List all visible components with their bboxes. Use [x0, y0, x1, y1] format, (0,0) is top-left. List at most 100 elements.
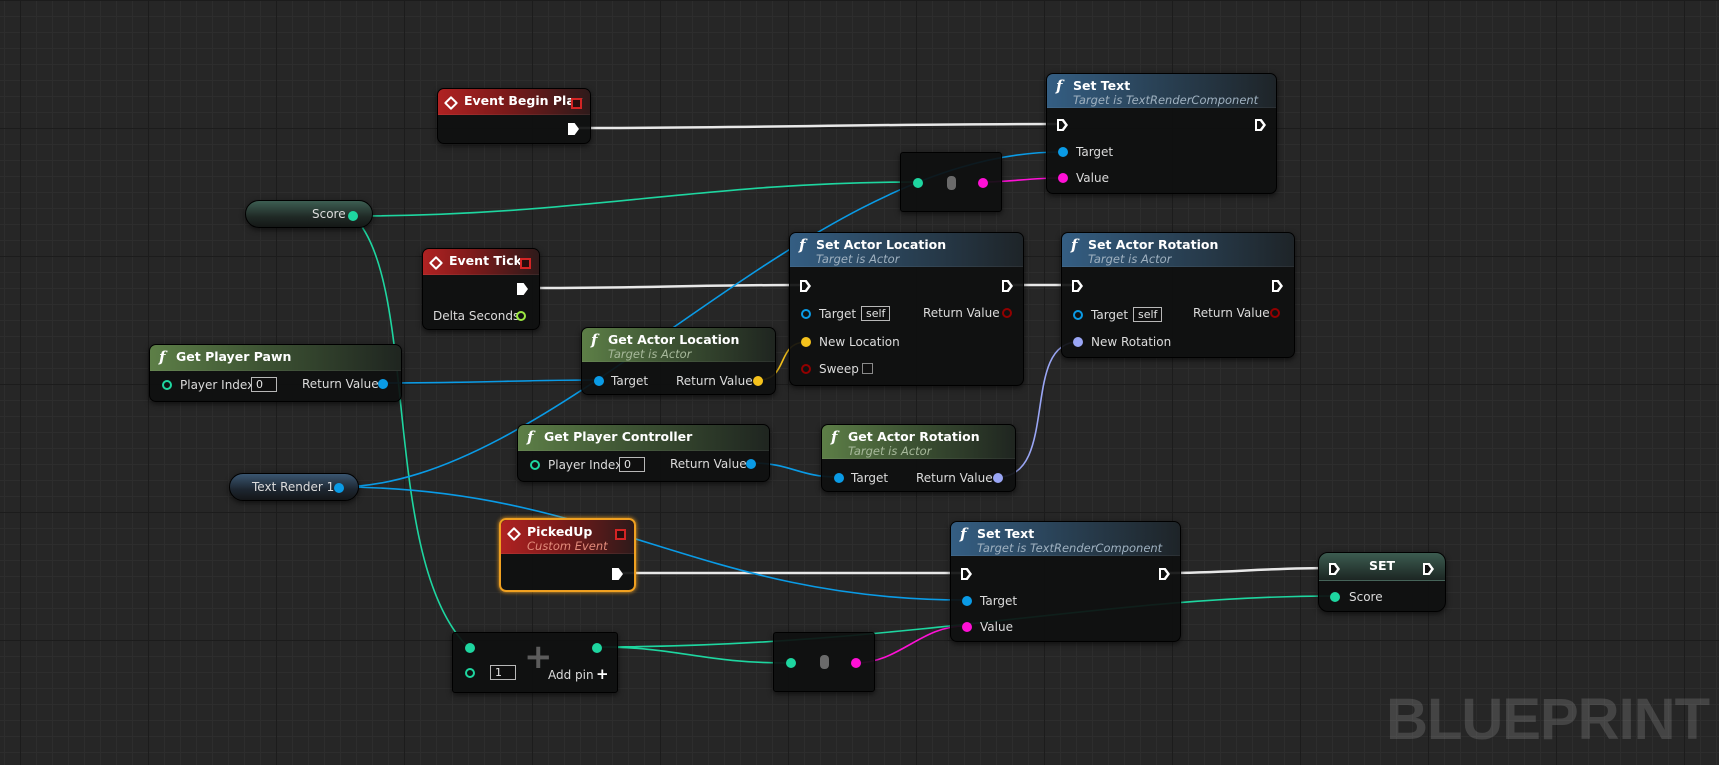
target-pin[interactable] [962, 596, 972, 606]
new-rotation-pin[interactable] [1073, 337, 1083, 347]
get-actor-location-header[interactable]: f Get Actor Location Target is Actor [582, 328, 775, 362]
target-label: Target [611, 374, 649, 388]
target-self-box[interactable]: self [861, 306, 891, 321]
int-to-string-conversion-node[interactable] [900, 152, 1002, 212]
target-self-box[interactable]: self [1133, 307, 1163, 322]
add-out-pin[interactable] [592, 643, 602, 653]
return-value-pin[interactable] [993, 473, 1003, 483]
get-actor-location-node[interactable]: f Get Actor Location Target is Actor Tar… [581, 327, 776, 395]
add-integer-node[interactable]: 1 + Add pin + [452, 632, 618, 693]
target-label: Target [851, 471, 889, 485]
int-wire-add-conv [597, 646, 791, 664]
exec-out-pin[interactable] [1272, 280, 1283, 292]
target-pin[interactable] [1058, 147, 1068, 157]
return-value-pin[interactable] [753, 376, 763, 386]
text-render-out-pin[interactable] [334, 483, 344, 493]
conversion-in-pin[interactable] [913, 178, 923, 188]
exec-out-pin[interactable] [1159, 568, 1170, 580]
exec-out-pin[interactable] [1255, 119, 1266, 131]
add-pin-icon[interactable]: + [596, 665, 609, 683]
exec-out-pin[interactable] [612, 568, 623, 580]
add-pin-label[interactable]: Add pin [548, 668, 594, 682]
int-to-string-conversion-node-2[interactable] [773, 632, 875, 692]
set-text-bottom-node[interactable]: f Set Text Target is TextRenderComponent… [950, 521, 1181, 642]
set-actor-location-node[interactable]: f Set Actor Location Target is Actor Tar… [789, 232, 1024, 386]
exec-in-pin[interactable] [961, 568, 972, 580]
delta-seconds-label: Delta Seconds [433, 309, 520, 323]
set-score-node[interactable]: SET Score [1318, 552, 1446, 612]
exec-in-pin[interactable] [800, 280, 811, 292]
set-actor-location-header[interactable]: f Set Actor Location Target is Actor [790, 233, 1023, 267]
set-text-top-header[interactable]: f Set Text Target is TextRenderComponent [1047, 74, 1276, 108]
set-text-top-node[interactable]: f Set Text Target is TextRenderComponent… [1046, 73, 1277, 194]
add-in-pin-b[interactable] [465, 668, 475, 678]
get-player-pawn-node[interactable]: f Get Player Pawn Player Index 0 Return … [149, 344, 402, 402]
sweep-checkbox[interactable] [862, 363, 873, 374]
conversion-out-pin[interactable] [851, 658, 861, 668]
set-actor-rotation-node[interactable]: f Set Actor Rotation Target is Actor Tar… [1061, 232, 1295, 358]
sweep-pin[interactable] [801, 364, 811, 374]
target-pin[interactable] [1073, 310, 1083, 320]
player-index-label: Player Index [180, 378, 255, 392]
picked-up-event-node[interactable]: PickedUp Custom Event [499, 518, 636, 592]
player-index-input[interactable]: 0 [619, 457, 645, 472]
value-label: Value [1076, 171, 1109, 185]
conversion-in-pin[interactable] [786, 658, 796, 668]
player-index-pin[interactable] [530, 460, 540, 470]
return-value-pin[interactable] [378, 379, 388, 389]
exec-out-pin[interactable] [568, 123, 579, 135]
delta-seconds-pin[interactable] [516, 311, 526, 321]
value-label: Value [980, 620, 1013, 634]
event-begin-play-node[interactable]: Event Begin Play [437, 88, 591, 144]
score-in-pin[interactable] [1330, 592, 1340, 602]
delegate-pin[interactable] [571, 98, 582, 109]
get-player-controller-header[interactable]: f Get Player Controller [518, 425, 769, 451]
get-player-controller-node[interactable]: f Get Player Controller Player Index 0 R… [517, 424, 770, 482]
player-index-input[interactable]: 0 [251, 377, 277, 392]
exec-out-pin[interactable] [1423, 563, 1434, 575]
get-actor-rotation-title: Get Actor Rotation [848, 429, 980, 444]
return-value-pin[interactable] [1270, 308, 1280, 318]
return-value-label: Return Value [676, 374, 753, 388]
get-actor-rotation-node[interactable]: f Get Actor Rotation Target is Actor Tar… [821, 424, 1016, 492]
delegate-pin[interactable] [615, 529, 626, 540]
score-variable-node[interactable]: Score [245, 200, 373, 228]
event-tick-node[interactable]: Event Tick Delta Seconds [422, 248, 540, 330]
target-pin[interactable] [801, 309, 811, 319]
return-value-pin[interactable] [746, 459, 756, 469]
exec-in-pin[interactable] [1329, 563, 1340, 575]
get-actor-rotation-header[interactable]: f Get Actor Rotation Target is Actor [822, 425, 1015, 459]
add-in-pin-a[interactable] [465, 643, 475, 653]
obj-wire-pawn-getlocation [382, 379, 598, 384]
event-begin-play-header[interactable]: Event Begin Play [438, 89, 590, 115]
add-input-value[interactable]: 1 [490, 665, 516, 680]
conversion-out-pin[interactable] [978, 178, 988, 188]
event-tick-header[interactable]: Event Tick [423, 249, 539, 275]
value-pin[interactable] [962, 622, 972, 632]
target-pin[interactable] [834, 473, 844, 483]
return-value-pin[interactable] [1002, 308, 1012, 318]
score-out-pin[interactable] [348, 211, 358, 221]
delegate-pin[interactable] [520, 258, 531, 269]
exec-in-pin[interactable] [1057, 119, 1068, 131]
new-location-pin[interactable] [801, 337, 811, 347]
exec-out-pin[interactable] [517, 283, 528, 295]
exec-wire-settext-set [1162, 566, 1335, 575]
exec-out-pin[interactable] [1002, 280, 1013, 292]
return-value-label: Return Value [302, 377, 379, 391]
set-text-bottom-header[interactable]: f Set Text Target is TextRenderComponent [951, 522, 1180, 556]
obj-wire-textrender-settext2 [337, 486, 966, 601]
exec-wire-beginplay-settext [574, 122, 1063, 130]
set-actor-rotation-subtitle: Target is Actor [1088, 252, 1172, 266]
return-value-label: Return Value [1193, 306, 1270, 320]
target-pin[interactable] [594, 376, 604, 386]
return-value-label: Return Value [670, 457, 747, 471]
picked-up-header[interactable]: PickedUp Custom Event [501, 520, 634, 554]
set-actor-rotation-header[interactable]: f Set Actor Rotation Target is Actor [1062, 233, 1294, 267]
exec-in-pin[interactable] [1072, 280, 1083, 292]
text-render-variable-node[interactable]: Text Render 1 [229, 473, 359, 501]
player-index-pin[interactable] [162, 380, 172, 390]
value-pin[interactable] [1058, 173, 1068, 183]
get-player-pawn-header[interactable]: f Get Player Pawn [150, 345, 401, 371]
set-actor-rotation-title: Set Actor Rotation [1088, 237, 1219, 252]
